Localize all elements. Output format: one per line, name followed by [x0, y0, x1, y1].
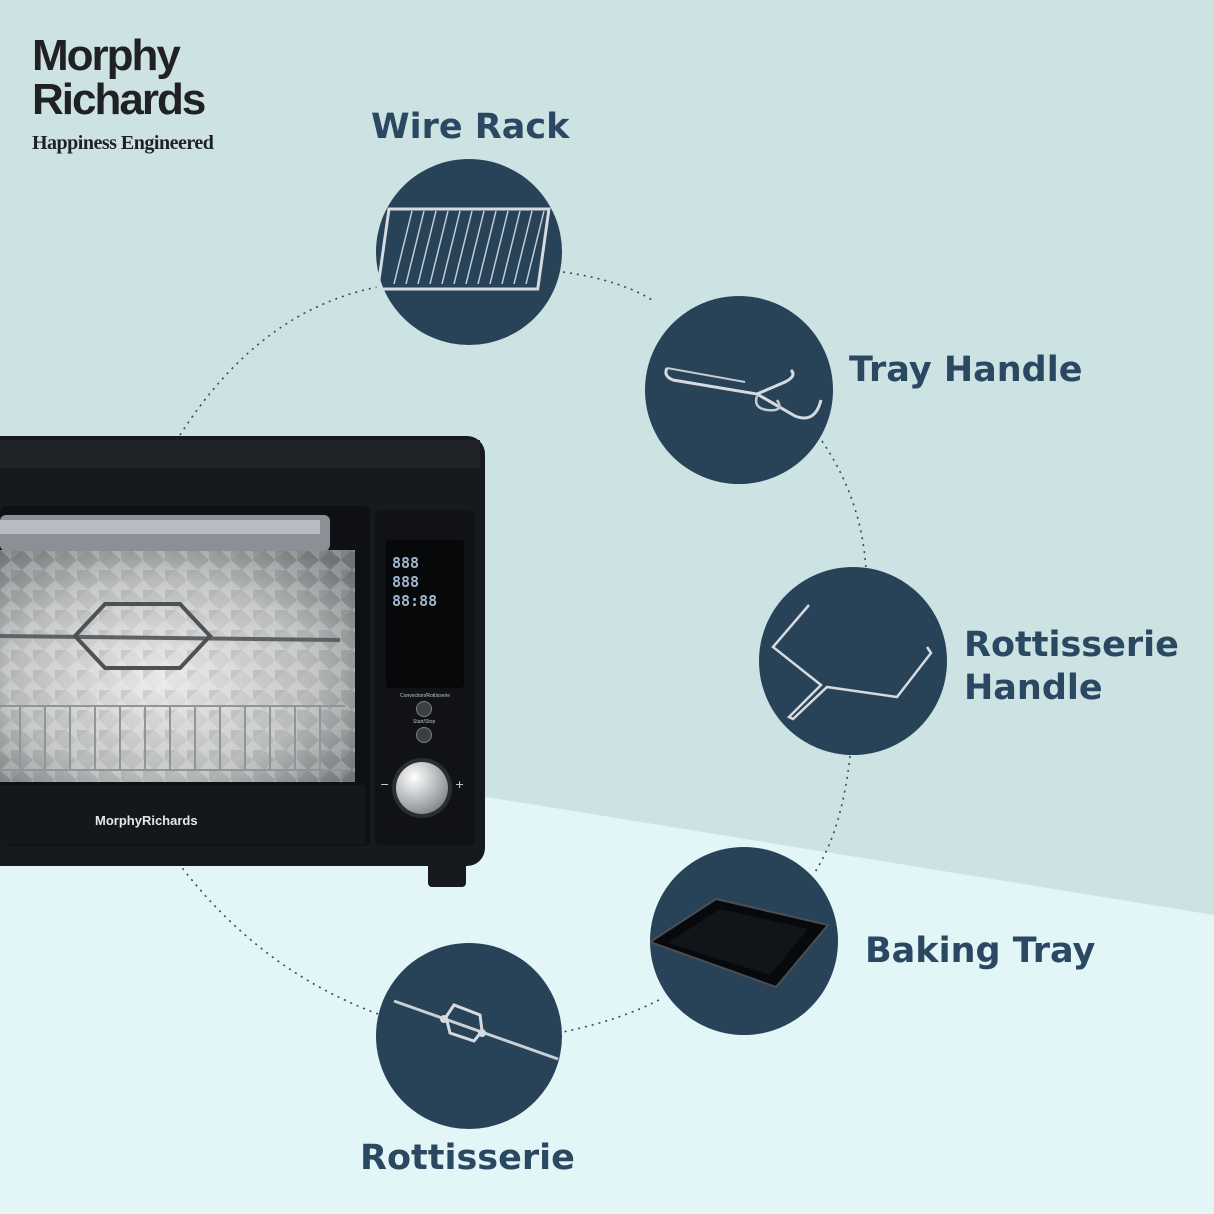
brand-tagline: Happiness Engineered: [32, 132, 214, 154]
rottisserie-handle-circle: [759, 567, 947, 755]
rottisserie-handle-label: Rottisserie Handle: [964, 624, 1179, 710]
baking-tray-icon: [647, 897, 830, 989]
oven-display-row-1: 888: [392, 554, 420, 572]
rottisserie-label: Rottisserie: [360, 1138, 575, 1178]
oven-dial-knob: [396, 762, 448, 814]
oven-image: [0, 436, 485, 887]
oven-label-convection: Convection/Rottisserie: [400, 693, 451, 699]
brand-logo: Morphy Richards Happiness Engineered: [32, 31, 214, 155]
oven-dial-plus: +: [455, 778, 465, 791]
rottisserie-circle: [376, 943, 562, 1129]
rottisserie-handle-label-line1: Rottisserie: [964, 625, 1179, 665]
tray-handle-icon: [664, 367, 823, 420]
rottisserie-handle-icon: [771, 604, 933, 721]
brand-name-line1: Morphy: [32, 31, 181, 80]
oven-foot: [428, 862, 466, 887]
wire-rack-label: Wire Rack: [371, 107, 570, 147]
baking-tray-circle: [647, 847, 838, 1035]
baking-tray-label: Baking Tray: [865, 931, 1096, 971]
oven-button-startstop: [416, 727, 432, 743]
brand-name-line2: Richards: [32, 75, 206, 124]
oven-display-row-3: 88:88: [392, 592, 438, 610]
tray-handle-label: Tray Handle: [849, 350, 1083, 390]
dotted-orbit: [179, 271, 867, 1033]
wire-rack-icon: [376, 207, 551, 291]
tray-handle-circle: [645, 296, 833, 484]
oven-label-startstop: Start/Stop: [413, 719, 436, 725]
wire-rack-circle: [376, 159, 562, 345]
rottisserie-icon: [393, 999, 559, 1061]
rottisserie-handle-label-line2: Handle: [964, 668, 1103, 708]
oven-display-row-2: 888: [392, 573, 420, 591]
oven-button-convection: [416, 701, 432, 717]
oven-brand-text: MorphyRichards: [95, 813, 198, 828]
oven-dial-minus: −: [380, 778, 390, 791]
